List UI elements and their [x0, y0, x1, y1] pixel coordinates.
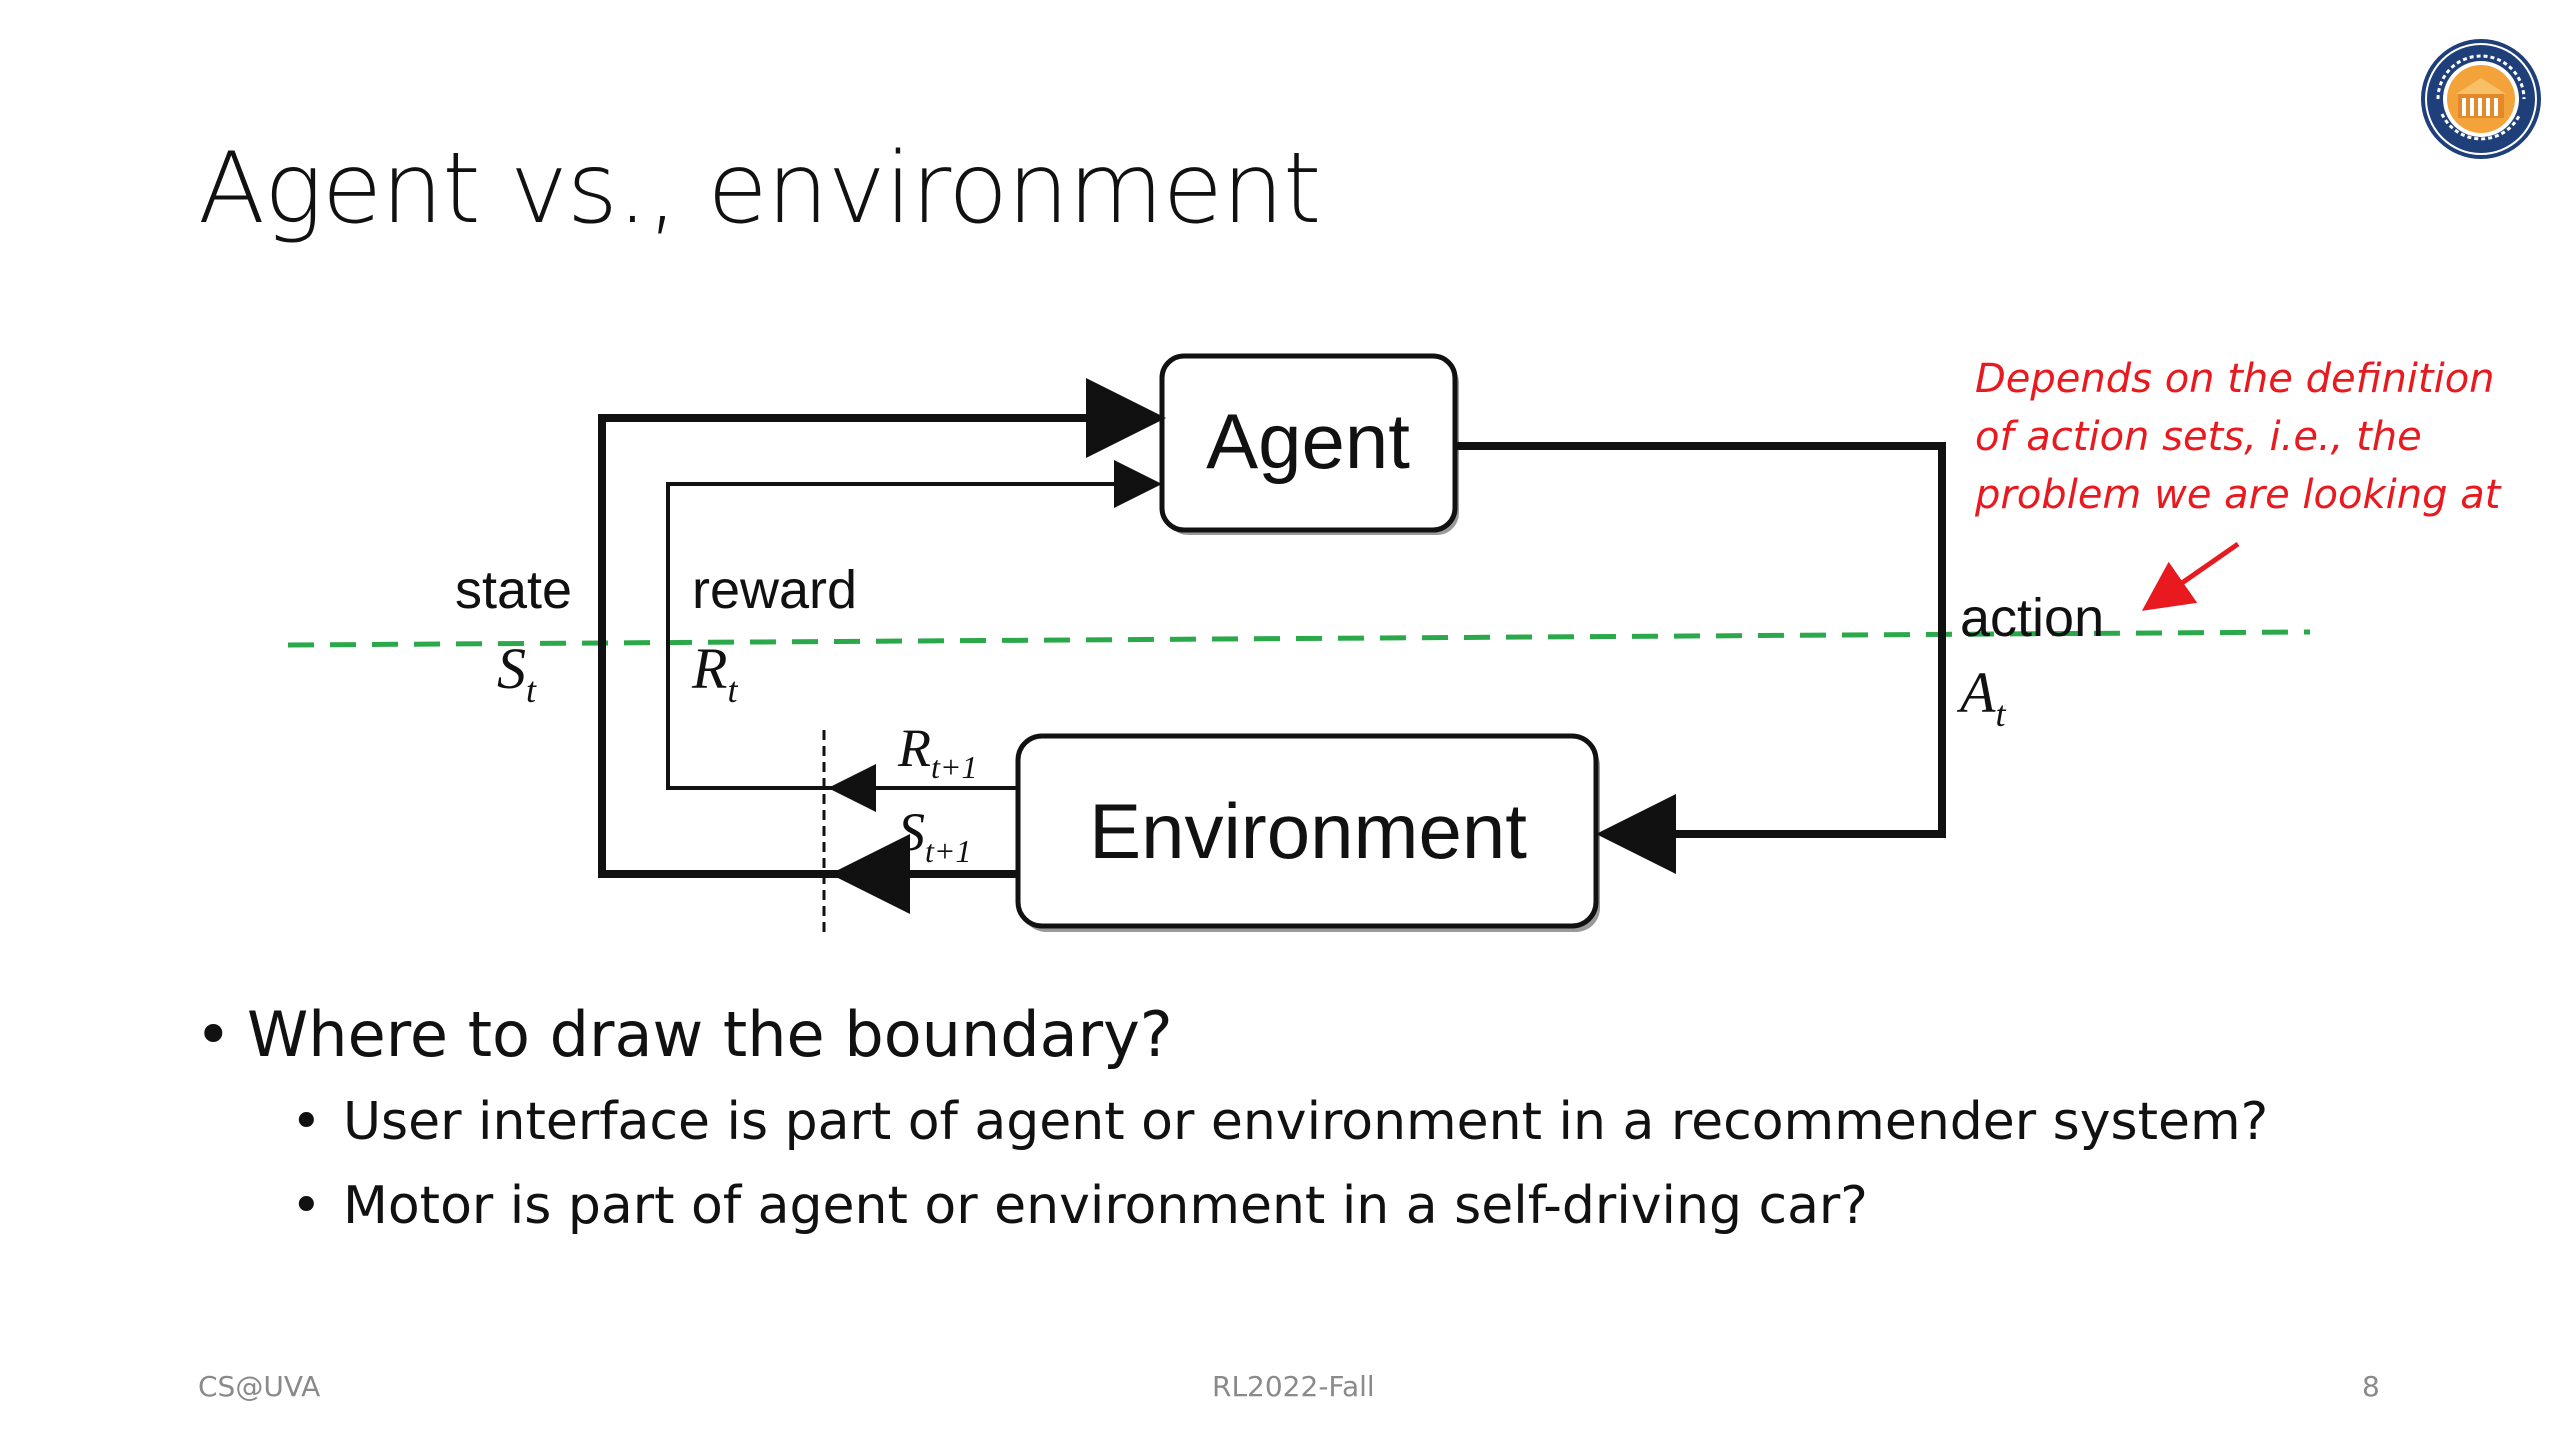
bullet-sub-item: User interface is part of agent or envir… [195, 1080, 2268, 1164]
state-label: state [455, 560, 572, 620]
page-number: 8 [2362, 1370, 2380, 1403]
reward-symbol: Rt [691, 636, 738, 710]
state-feedback-line [598, 378, 1166, 878]
agent-label: Agent [1206, 397, 1410, 485]
action-symbol: At [1956, 660, 2006, 734]
next-state-symbol: St+1 [898, 802, 971, 869]
next-reward-symbol: Rt+1 [897, 718, 977, 785]
environment-label: Environment [1089, 787, 1527, 875]
environment-box: Environment [1015, 733, 1600, 932]
annotation-line: of action sets, i.e., the [1975, 414, 2422, 460]
agent-box: Agent [1159, 353, 1459, 535]
action-label: action [1960, 588, 2104, 648]
footer-left-text: CS@UVA [198, 1370, 321, 1403]
footer-center-text: RL2022-Fall [1212, 1370, 1375, 1403]
annotation-arrow [2141, 541, 2240, 611]
reward-label: reward [692, 560, 857, 620]
annotation-line: Depends on the definition [1975, 356, 2495, 402]
annotation-line: problem we are looking at [1975, 472, 2501, 518]
bullet-main: Where to draw the boundary? [195, 990, 2268, 1080]
bullet-sub-item: Motor is part of agent or environment in… [195, 1164, 2268, 1248]
bullet-list: Where to draw the boundary? User interfa… [195, 990, 2268, 1248]
state-symbol: St [497, 636, 537, 710]
annotation-note: Depends on the definition of action sets… [1975, 350, 2500, 524]
action-line [1455, 442, 1946, 874]
slide-title: Agent vs., environment [198, 132, 1321, 246]
boundary-dashed-line [287, 629, 2311, 648]
university-seal-logo [2421, 39, 2541, 159]
